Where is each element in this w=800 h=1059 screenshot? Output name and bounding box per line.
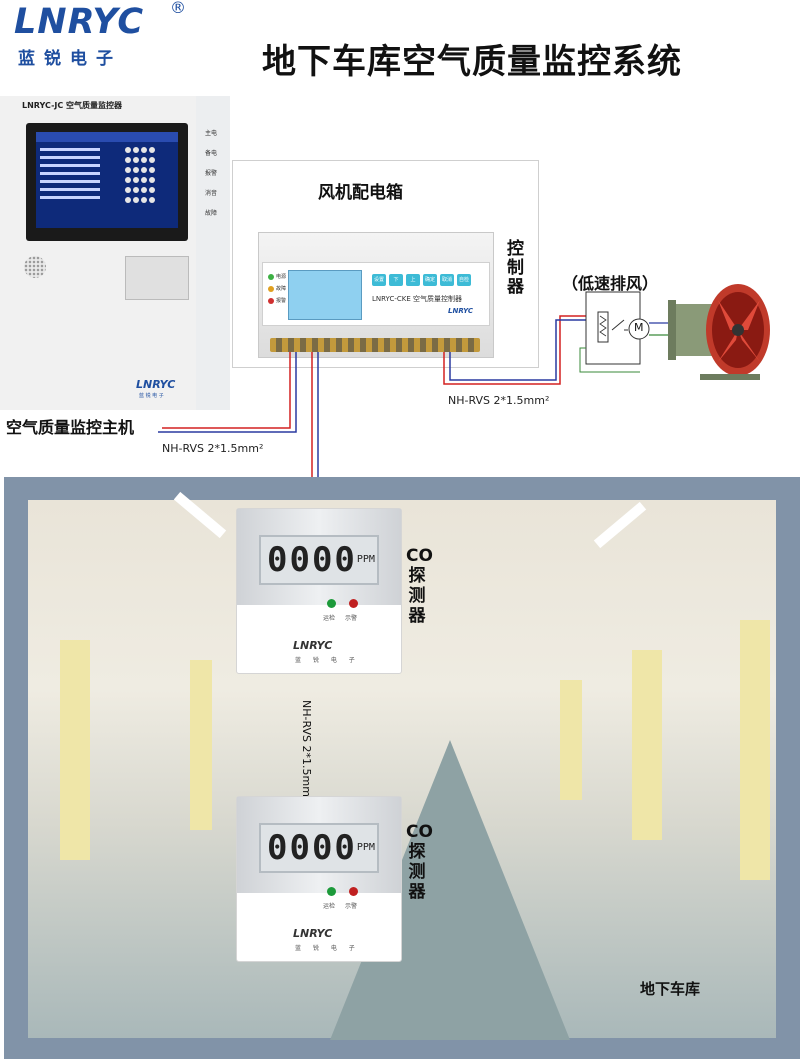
indicator-mute: 消音 (205, 190, 218, 197)
detector-cable-spec: NH-RVS 2*1.5mm² (300, 700, 313, 802)
cable-fan-blue (449, 319, 600, 381)
run-led (327, 887, 336, 896)
fan-cable-spec: NH-RVS 2*1.5mm² (448, 394, 550, 407)
run-led-label: 运检 (323, 615, 336, 622)
terminal-block (270, 338, 480, 352)
indicator-backup-power: 备电 (205, 150, 218, 157)
cable-host-red (162, 352, 291, 429)
low-speed-exhaust-label: （低速排风） (562, 274, 659, 293)
speaker-grille (24, 256, 46, 278)
detector-brand-cn: 蓝 锐 电 子 (295, 657, 360, 664)
co-detector-label-2: CO探测器 (406, 822, 433, 902)
controller-button-set[interactable]: 设置 (372, 274, 386, 286)
detector-brand-cn: 蓝 锐 电 子 (295, 945, 360, 952)
indicator-alarm: 报警 (205, 170, 218, 177)
co-detector-1: 0000PPM 运检 示警 LNRYC 蓝 锐 电 子 (236, 508, 402, 674)
brand-logo: LNRYC (14, 2, 145, 42)
cable-host-blue (158, 352, 297, 433)
registered-mark: ® (170, 0, 186, 17)
detector-lcd: 0000PPM (259, 823, 379, 873)
host-cable-spec: NH-RVS 2*1.5mm² (162, 442, 264, 455)
motor-symbol (628, 318, 650, 340)
controller-button-up[interactable]: 上 (406, 274, 420, 286)
detector-unit: PPM (356, 554, 375, 565)
led-alarm (268, 298, 274, 304)
garage-pillar (60, 640, 90, 860)
controller-brand: LNRYC (448, 307, 474, 315)
controller-button-down[interactable]: 下 (389, 274, 403, 286)
cable-fan-green (579, 347, 640, 373)
controller-label: 控制器 (507, 239, 524, 297)
led-alarm-label: 报警 (276, 298, 287, 304)
host-label: 空气质量监控主机 (6, 418, 135, 437)
controller-button-confirm[interactable]: 确定 (423, 274, 437, 286)
axial-fan-icon (668, 284, 770, 380)
led-fault-label: 故障 (276, 286, 287, 292)
controller-lcd (288, 270, 362, 320)
motor-label: M (634, 321, 644, 334)
detector-brand: LNRYC (293, 927, 333, 940)
led-fault (268, 286, 274, 292)
led-power-label: 电源 (276, 274, 287, 280)
alarm-led (349, 887, 358, 896)
detector-unit: PPM (356, 842, 375, 853)
host-screen (36, 132, 178, 228)
controller-button-cancel[interactable]: 取消 (440, 274, 454, 286)
garage-pillar (632, 650, 662, 840)
alarm-led-label: 示警 (345, 615, 358, 622)
garage-pillar (740, 620, 770, 880)
co-detector-label-1: CO探测器 (406, 546, 433, 626)
cable-fan-red (443, 315, 600, 385)
relay-coil (597, 311, 609, 343)
run-led-label: 运检 (323, 903, 336, 910)
garage-label: 地下车库 (640, 980, 701, 998)
detector-reading: 0000 (267, 828, 357, 868)
page-title: 地下车库空气质量监控系统 (262, 42, 682, 82)
host-panel-label: LNRYC-JC 空气质量监控器 (22, 101, 123, 110)
led-power (268, 274, 274, 280)
garage-pillar (190, 660, 212, 830)
printer-slot (125, 256, 189, 300)
detector-lcd: 0000PPM (259, 535, 379, 585)
detector-reading: 0000 (267, 540, 357, 580)
host-brand: LNRYC (136, 378, 176, 391)
alarm-led-label: 示警 (345, 903, 358, 910)
run-led (327, 599, 336, 608)
garage-pillar (560, 680, 582, 800)
alarm-led (349, 599, 358, 608)
indicator-main-power: 主电 (205, 130, 218, 137)
controller-button-selftest[interactable]: 自检 (457, 274, 471, 286)
fan-box-title: 风机配电箱 (318, 183, 403, 203)
co-detector-2: 0000PPM 运检 示警 LNRYC 蓝 锐 电 子 (236, 796, 402, 962)
host-brand-cn: 蓝 锐 电 子 (139, 393, 164, 399)
controller-model: LNRYC-CKE 空气质量控制器 (372, 295, 462, 303)
brand-logo-cn: 蓝锐电子 (18, 49, 122, 69)
host-screen-content (36, 132, 178, 203)
indicator-fault: 故障 (205, 210, 218, 217)
host-cabinet-side (196, 96, 230, 410)
detector-brand: LNRYC (293, 639, 333, 652)
